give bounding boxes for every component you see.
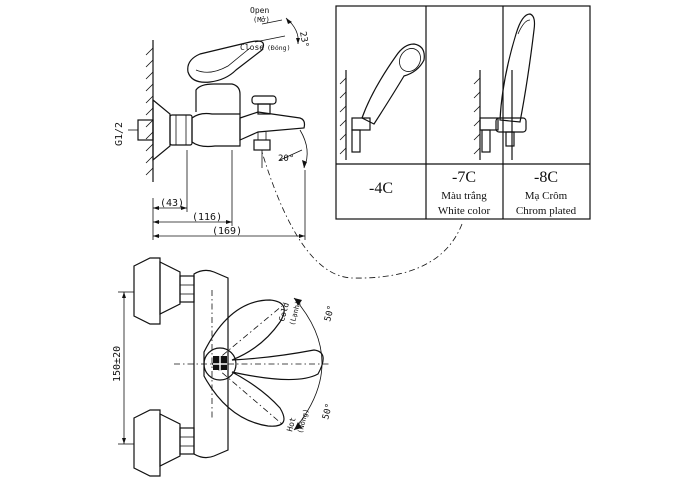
label-dim-116: (116) — [192, 212, 222, 223]
bottom-flange — [133, 409, 161, 477]
table-border — [335, 5, 591, 220]
hand-shower-8c — [495, 13, 536, 160]
label-thread: G1/2 — [114, 122, 125, 146]
variant-code-8c: -8C — [534, 169, 558, 186]
variant-code-7c: -7C — [452, 169, 476, 186]
front-body — [193, 269, 229, 459]
variant-7c-line2: White color — [438, 205, 491, 217]
label-hot-vi: (Nóng) — [296, 408, 310, 435]
label-dim-150: 150±20 — [112, 346, 123, 382]
aerator — [253, 139, 271, 151]
label-close: Close — [240, 43, 264, 52]
label-angle-hot: 50° — [321, 402, 335, 420]
lever-handle — [187, 40, 265, 83]
front-lever — [203, 299, 324, 427]
label-angle-top: 23° — [297, 31, 310, 49]
label-close-vi: (Đóng) — [267, 44, 290, 52]
inlet-pipe — [137, 119, 154, 141]
bottom-nut — [179, 427, 195, 455]
top-nut — [179, 275, 195, 303]
side-view: Open (Mở) Close (Đóng) 23° 20° G1/2 (43)… — [114, 6, 310, 240]
label-open-vi: (Mở) — [253, 16, 270, 24]
variant-table: -4C -7C Màu trắng White color -8C Mạ Crô… — [335, 5, 591, 220]
diverter-stem — [257, 103, 271, 115]
variant-8c-line1: Mạ Crôm — [525, 190, 568, 202]
label-hot: Hot — [285, 416, 297, 432]
label-open: Open — [250, 6, 269, 15]
top-flange — [133, 257, 161, 325]
connector-nut — [169, 114, 193, 146]
hand-shower-7c — [473, 70, 499, 160]
lever-hub — [203, 347, 237, 381]
variant-8c-line2: Chrom plated — [516, 205, 577, 217]
diverter-knob — [251, 95, 277, 105]
hot-angle-line — [211, 363, 283, 425]
spout — [239, 111, 306, 141]
variant-7c-line1: Màu trắng — [441, 190, 487, 202]
wall-flange — [152, 98, 171, 162]
label-angle-spout: 20° — [278, 154, 294, 164]
front-view: 150±20 Cold (Lạnh) 50° Hot (Nóng) 50° — [112, 257, 337, 477]
connector-curve — [261, 151, 463, 279]
cartridge-housing — [195, 83, 241, 114]
variant-code-4c: -4C — [369, 180, 393, 197]
cold-angle-line — [211, 305, 283, 365]
label-dim-169: (169) — [212, 226, 242, 237]
open-leader — [261, 19, 283, 25]
mixer-body — [191, 112, 241, 148]
wall-hatch — [145, 47, 154, 176]
label-dim-43: (43) — [160, 198, 184, 209]
label-angle-cold: 50° — [323, 304, 337, 322]
hand-shower-4c — [339, 43, 425, 160]
rotation-arc — [293, 297, 323, 431]
